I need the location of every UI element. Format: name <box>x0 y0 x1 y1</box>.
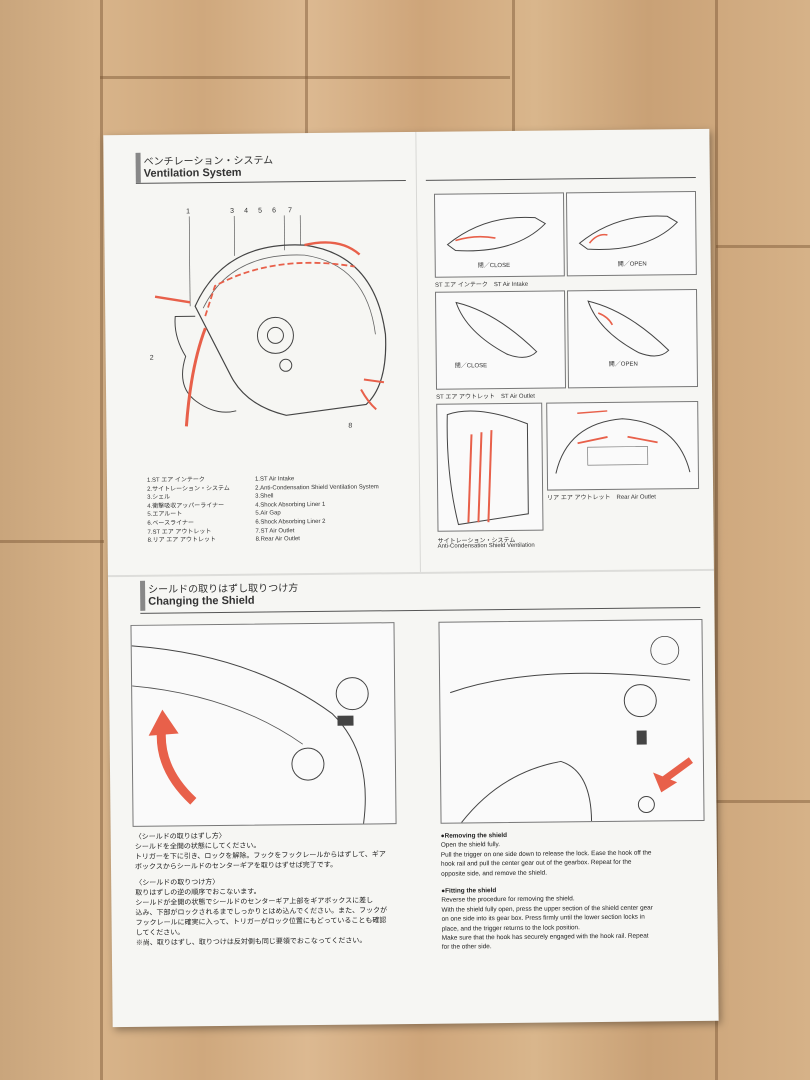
jp-line: ※尚、取りはずし、取りつけは反対側も同じ要領でおこなってください。 <box>135 937 367 947</box>
intake-open-illustration <box>578 215 679 250</box>
instruction-sheet: ベンチレーション・システム Ventilation System 1 3 4 5… <box>103 128 719 1028</box>
legend-item: 2.Anti-Condensation Shield Ventilation S… <box>255 483 379 492</box>
callout-5: 5 <box>258 207 263 215</box>
ventilation-title: ベンチレーション・システム Ventilation System <box>135 151 274 183</box>
outlet-close-box: 閉／CLOSE <box>435 290 567 390</box>
floor-seam <box>0 540 104 543</box>
floor-seam <box>100 0 103 1080</box>
floor-seam <box>716 800 810 803</box>
arrow-icon <box>148 709 179 736</box>
rear-outlet-caption: リア エア アウトレット Rear Air Outlet <box>547 494 656 502</box>
shield-title-en: Changing the Shield <box>148 594 255 608</box>
legend-item: 4.衝撃吸収アッパーライナー <box>147 502 225 510</box>
title-rule <box>140 606 701 614</box>
ventilation-title-jp: ベンチレーション・システム <box>143 155 274 168</box>
title-bar <box>140 580 146 611</box>
anti-condensation-illustration <box>446 410 529 526</box>
shield-open-illustration-box <box>130 622 397 827</box>
shield-instructions-jp: 〈シールドの取りはずし方〉 シールドを全開の状態にしてください。 トリガーを下に… <box>135 830 426 949</box>
shield-instructions-en: ●Removing the shield Open the shield ful… <box>441 829 710 953</box>
legend-item: 8.Rear Air Outlet <box>255 536 300 543</box>
shield-open-illustration <box>131 645 369 824</box>
legend-jp: 1.ST エア インテーク 2.サイトレーション・システム 3.シェル 4.衝撃… <box>147 476 230 546</box>
shield-title-jp: シールドの取りはずし取りつけ方 <box>148 583 299 596</box>
callout-3: 3 <box>230 207 235 215</box>
floor-seam <box>305 0 308 135</box>
outlet-open-label: 開／OPEN <box>608 361 638 368</box>
floor-seam <box>512 0 515 140</box>
intake-open-box: 開／OPEN <box>565 190 697 277</box>
en-line: for the other side. <box>441 943 492 952</box>
outlet-close-illustration <box>455 301 538 358</box>
outlet-open-box: 開／OPEN <box>566 288 699 389</box>
ventilation-title-en: Ventilation System <box>143 166 242 180</box>
fold-line <box>107 568 714 578</box>
anti-condensation-caption-en: Anti-Condensation Shield Ventilation <box>437 542 535 550</box>
legend-en: 1.ST Air Intake 2.Anti-Condensation Shie… <box>255 474 379 544</box>
intake-close-illustration <box>446 216 547 252</box>
rear-outlet-illustration <box>555 410 691 474</box>
intake-close-box: 閉／CLOSE <box>433 192 565 278</box>
fold-line <box>415 131 421 572</box>
title-bar <box>135 152 141 183</box>
callout-7: 7 <box>288 207 293 215</box>
shield-title: シールドの取りはずし取りつけ方 Changing the Shield <box>140 579 299 611</box>
intake-open-label: 開／OPEN <box>617 261 647 268</box>
outlet-close-label: 閉／CLOSE <box>454 363 488 370</box>
title-rule <box>425 176 696 181</box>
intake-caption: ST エア インテーク ST Air Intake <box>434 281 529 289</box>
floor-seam <box>716 245 810 248</box>
legend-item: 8.リア エア アウトレット <box>147 537 216 544</box>
shield-remove-illustration-box <box>438 618 705 824</box>
outlet-caption: ST エア アウトレット ST Air Outlet <box>436 393 535 401</box>
outlet-open-illustration <box>587 300 670 357</box>
shield-remove-illustration <box>450 635 693 823</box>
callout-1: 1 <box>186 208 191 216</box>
intake-close-label: 閉／CLOSE <box>477 262 511 270</box>
legend-item: 2.サイトレーション・システム <box>147 485 230 493</box>
title-rule <box>135 180 406 184</box>
callout-4: 4 <box>244 207 249 215</box>
callout-6: 6 <box>272 207 277 215</box>
floor-seam <box>715 0 718 1080</box>
floor-seam <box>100 76 510 79</box>
arrow-icon <box>653 772 678 793</box>
rear-outlet-box <box>546 400 700 491</box>
helmet-diagram <box>154 215 387 427</box>
anti-condensation-box <box>436 402 544 532</box>
